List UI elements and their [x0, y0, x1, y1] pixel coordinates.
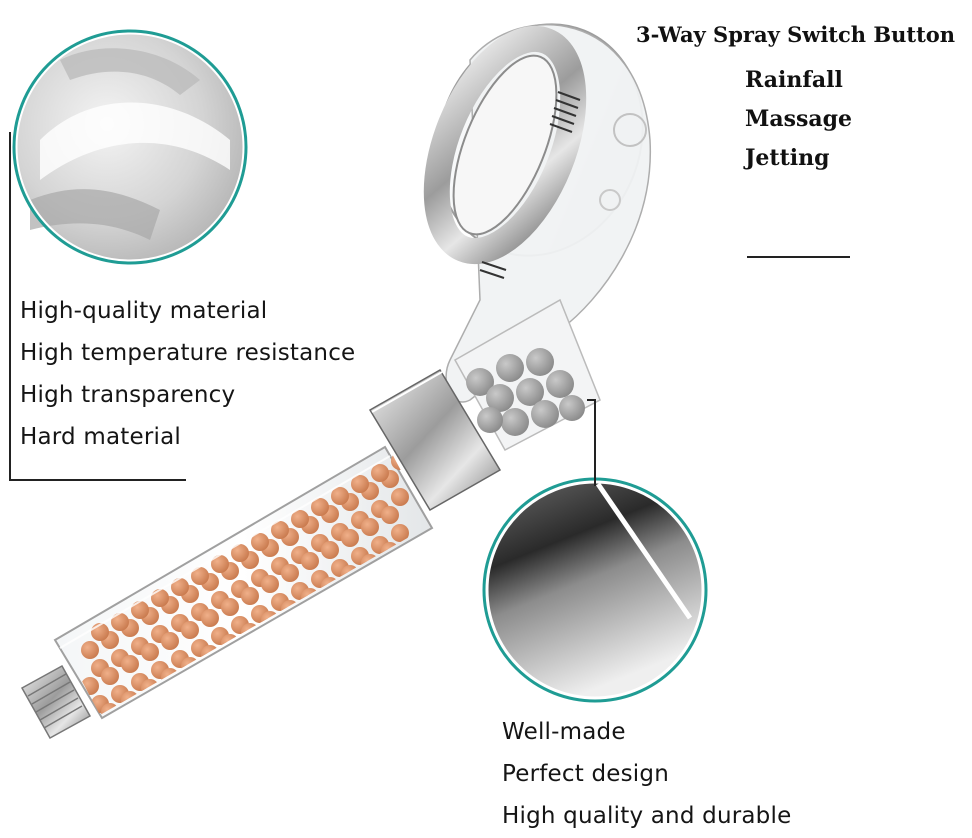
feature-item: High quality and durable [502, 803, 792, 829]
material-detail-circle [12, 29, 248, 265]
material-features-list: High-quality material High temperature r… [20, 290, 355, 458]
spray-modes-list: Rainfall Massage Jetting [745, 61, 852, 178]
feature-item: Hard material [20, 424, 181, 450]
quality-features-list: Well-made Perfect design High quality an… [502, 711, 791, 837]
spray-switch-title: 3-Way Spray Switch Button [636, 22, 956, 47]
feature-item: High transparency [20, 382, 236, 408]
spray-mode-rainfall: Rainfall [745, 67, 843, 93]
feature-item: High temperature resistance [20, 340, 356, 366]
feature-item: Perfect design [502, 761, 669, 787]
handle-tube [53, 445, 434, 720]
feature-item: High-quality material [20, 298, 268, 324]
threaded-connector [20, 664, 92, 740]
chrome-collar [368, 368, 502, 512]
spray-mode-jetting: Jetting [745, 145, 830, 171]
collar-detail-circle [482, 477, 708, 703]
feature-item: Well-made [502, 719, 626, 745]
callout-lines [9, 132, 850, 486]
spray-mode-massage: Massage [745, 106, 853, 132]
